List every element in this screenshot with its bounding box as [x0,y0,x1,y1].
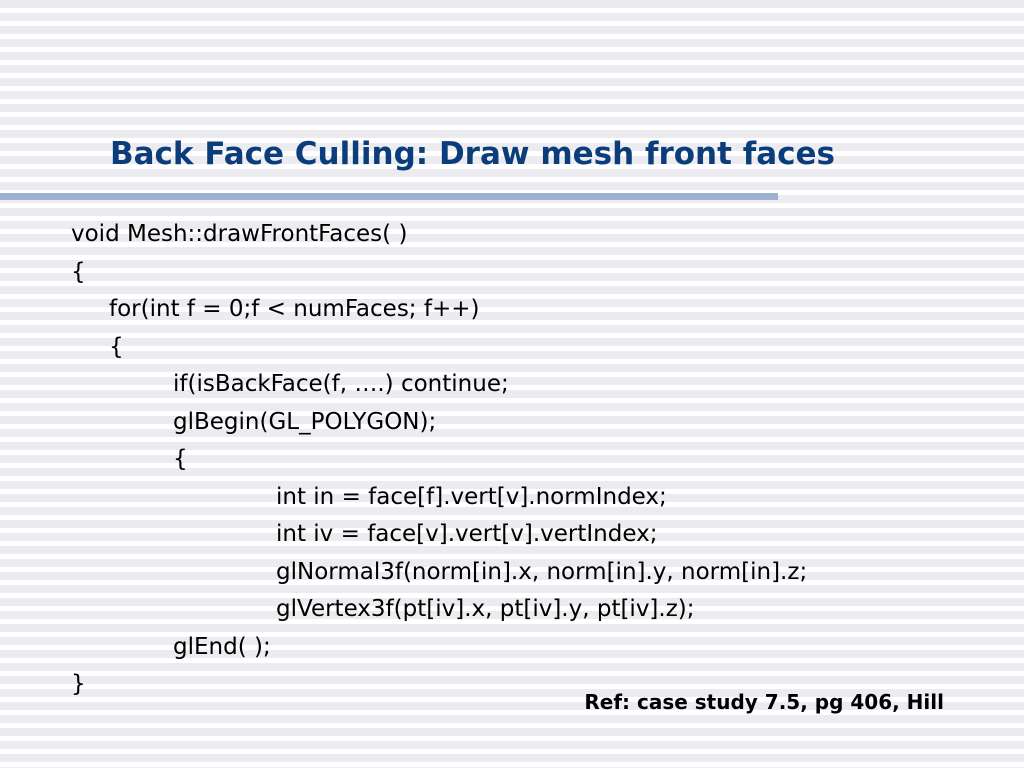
code-line: { [71,258,86,285]
code-line: glEnd( ); [173,633,271,660]
code-line: int iv = face[v].vert[v].vertIndex; [276,521,658,547]
reference-note: Ref: case study 7.5, pg 406, Hill [584,690,944,714]
code-line: { [173,446,188,472]
slide-title: Back Face Culling: Draw mesh front faces [110,136,835,172]
code-line: } [71,671,86,697]
code-line: glBegin(GL_POLYGON); [173,408,437,435]
code-line: for(int f = 0;f < numFaces; f++) [109,296,480,322]
code-listing: void Mesh::drawFrontFaces( ) { for(int f… [71,216,807,704]
code-line: glNormal3f(norm[in].x, norm[in].y, norm[… [276,558,808,585]
code-line: if(isBackFace(f, ….) continue; [173,371,509,397]
code-line: glVertex3f(pt[iv].x, pt[iv].y, pt[iv].z)… [276,596,695,622]
code-line: { [109,333,124,360]
code-line: int in = face[f].vert[v].normIndex; [276,483,667,510]
title-divider [0,193,778,200]
code-line: void Mesh::drawFrontFaces( ) [71,221,408,247]
